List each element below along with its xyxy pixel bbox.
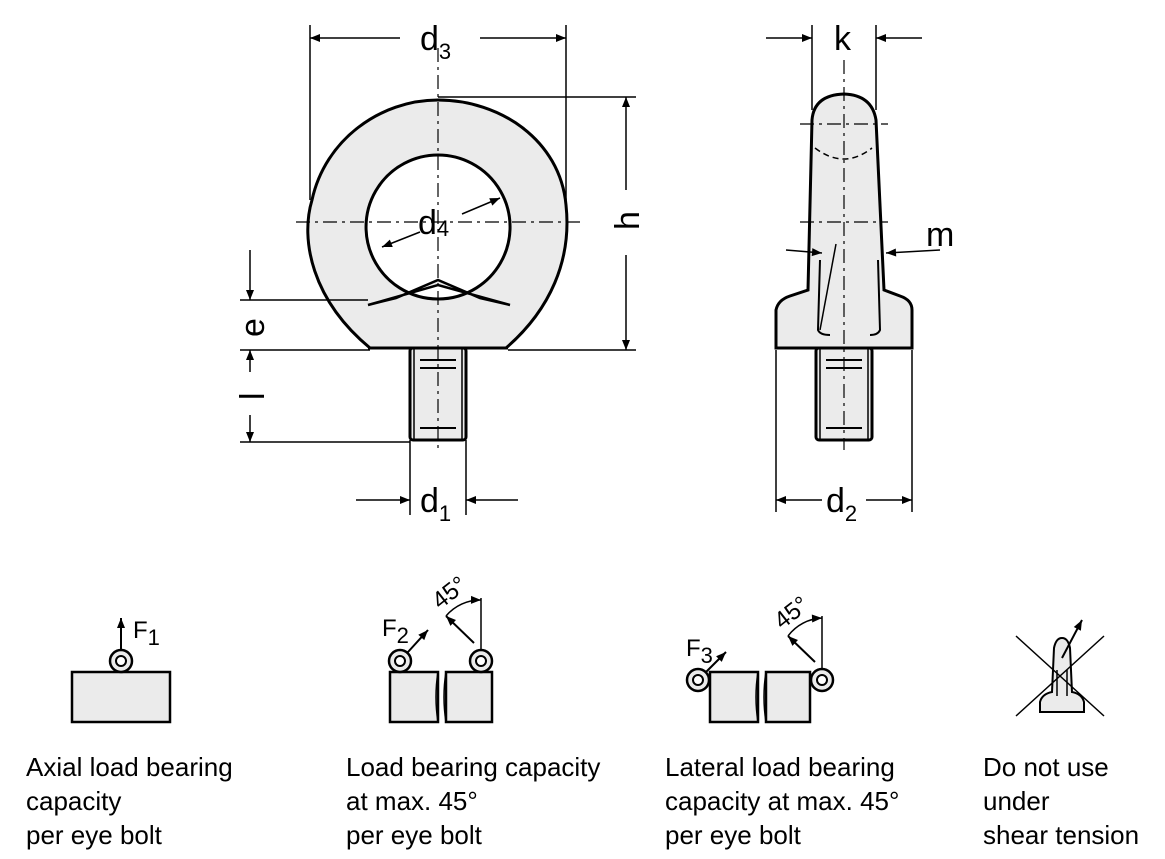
side-view <box>766 25 941 512</box>
dim-m-label: m <box>926 216 954 254</box>
dim-k-label: k <box>834 20 852 58</box>
front-view <box>240 25 636 515</box>
dim-l-label: l <box>234 392 272 400</box>
load-case-lateral <box>685 614 835 724</box>
force-f3-label: F3 <box>686 635 713 668</box>
angle-45-label-a: 45° <box>427 571 472 615</box>
caption-axial: Axial load bearing capacity per eye bolt <box>26 752 233 850</box>
caption-45: Load bearing capacity at max. 45° per ey… <box>346 752 601 850</box>
force-f2-label: F2 <box>382 615 409 648</box>
dim-e-label: e <box>234 318 272 337</box>
dim-d4-label: d4 <box>418 204 449 242</box>
angle-45-label-b: 45° <box>769 591 814 635</box>
caption-prohibited: Do not use under shear tension <box>983 752 1140 850</box>
dim-d2-label: d2 <box>826 482 857 526</box>
caption-lateral: Lateral load bearing capacity at max. 45… <box>665 752 900 850</box>
eye-ring <box>306 98 569 350</box>
prohibited-cross-b <box>1015 635 1105 717</box>
dim-d3-label: d3 <box>420 20 451 64</box>
load-case-prohibited <box>1015 619 1105 717</box>
dim-h-label: h <box>609 211 647 230</box>
load-case-45 <box>387 595 494 724</box>
load-case-axial <box>70 618 172 724</box>
force-f1-label: F1 <box>133 617 160 650</box>
dim-d1-label: d1 <box>420 482 451 526</box>
